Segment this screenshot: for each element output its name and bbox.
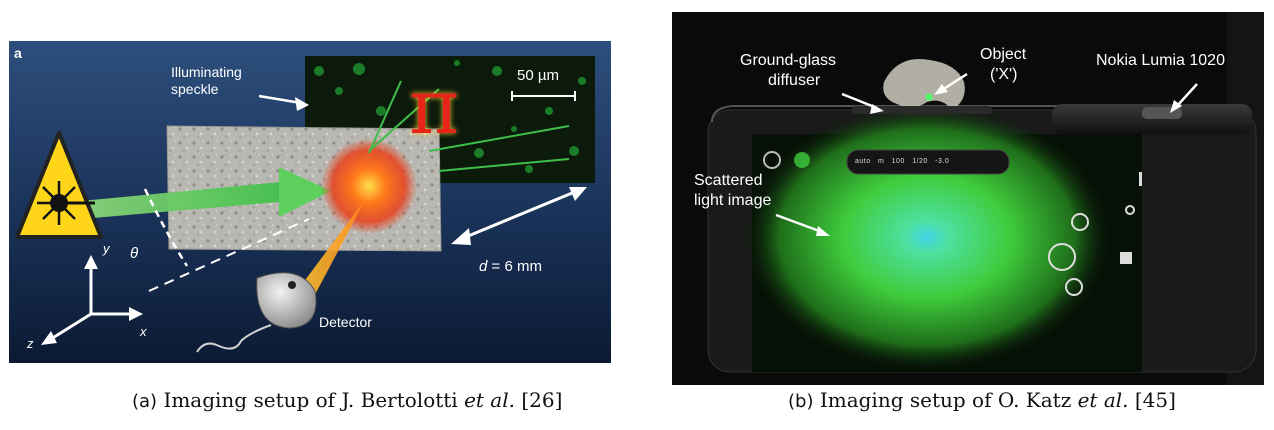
camera-ev-value: -3.0: [935, 158, 950, 165]
laser-warning-icon: [15, 131, 103, 239]
camera-settings-bar: [846, 149, 1010, 175]
theta-label: θ: [130, 245, 139, 262]
figure-panel-a: a Illuminating speckle 50 µm π θ d = 6 m…: [9, 41, 611, 363]
fluorescence-beam: [291, 201, 364, 306]
caption-b: (b) Imaging setup of O. Katz et al. [45]: [788, 388, 1176, 412]
phone-model-label: Nokia Lumia 1020: [1096, 52, 1225, 69]
object-label-2: ('X'): [990, 66, 1018, 83]
object-x: [925, 93, 933, 101]
detector-icon: [196, 272, 317, 353]
scattered-label-2: light image: [694, 192, 772, 209]
panel-a-illustration: [9, 41, 611, 363]
camera-wb-value: m: [877, 158, 885, 165]
ground-glass-label-1: Ground-glass: [740, 52, 837, 69]
panel-letter: a: [14, 45, 22, 61]
figure-panel-b: Ground-glass diffuser Object ('X') Nokia…: [672, 12, 1264, 385]
camera-iso-value: 100: [891, 158, 905, 165]
camera-shutter-value: 1/20: [912, 158, 928, 165]
camera-controls: [1048, 205, 1135, 296]
caption-b-ref: [45]: [1128, 388, 1176, 412]
distance-label: d = 6 mm: [479, 258, 542, 276]
fluorescent-object: [321, 138, 417, 234]
scattered-rays: [368, 80, 570, 172]
caption-a-text: Imaging setup of J. Bertolotti: [163, 388, 465, 412]
beam-arrowhead: [279, 167, 331, 217]
axis-y-label: y: [103, 241, 110, 256]
caption-a: (a) Imaging setup of J. Bertolotti et al…: [132, 388, 562, 412]
illuminating-label-1: Illuminating: [171, 64, 242, 80]
illuminating-label-2: speckle: [171, 81, 219, 97]
distance-value: = 6 mm: [487, 258, 542, 275]
mode-icon: [763, 151, 781, 169]
scattered-label-1: Scattered: [694, 172, 763, 189]
camera-focus-value: auto: [855, 158, 871, 165]
caption-a-tag: (a): [132, 391, 158, 412]
scale-bar-label: 50 µm: [517, 67, 559, 84]
distance-variable: d: [479, 258, 488, 275]
angle-line: [148, 218, 310, 292]
camera-settings-values: auto m 100 1/20 -3.0: [855, 158, 949, 166]
speckle-pointer: [258, 94, 302, 105]
gallery-icon: [1120, 252, 1132, 264]
panel-b-photo: [672, 12, 1264, 385]
caption-b-tag: (b): [788, 391, 814, 412]
object-paper: [883, 58, 965, 110]
scattered-light-spot: [742, 102, 1112, 372]
detector-label: Detector: [319, 314, 372, 330]
object-label-1: Object: [980, 46, 1027, 63]
axis-z-label: z: [27, 336, 34, 351]
coordinate-axes: [41, 255, 143, 345]
caption-a-etal: et al.: [464, 388, 515, 412]
pi-symbol: π: [409, 62, 459, 151]
caption-b-text: Imaging setup of O. Katz: [819, 388, 1078, 412]
speckle-pointer-head: [295, 97, 309, 111]
caption-b-etal: et al.: [1077, 388, 1129, 412]
caption-a-ref: [26]: [514, 388, 563, 412]
annotation-arrows: [775, 72, 1198, 236]
ground-glass-label-2: diffuser: [768, 72, 821, 89]
illumination-beam: [81, 181, 291, 219]
distance-arrow: [460, 189, 578, 241]
axis-x-label: x: [140, 324, 147, 339]
